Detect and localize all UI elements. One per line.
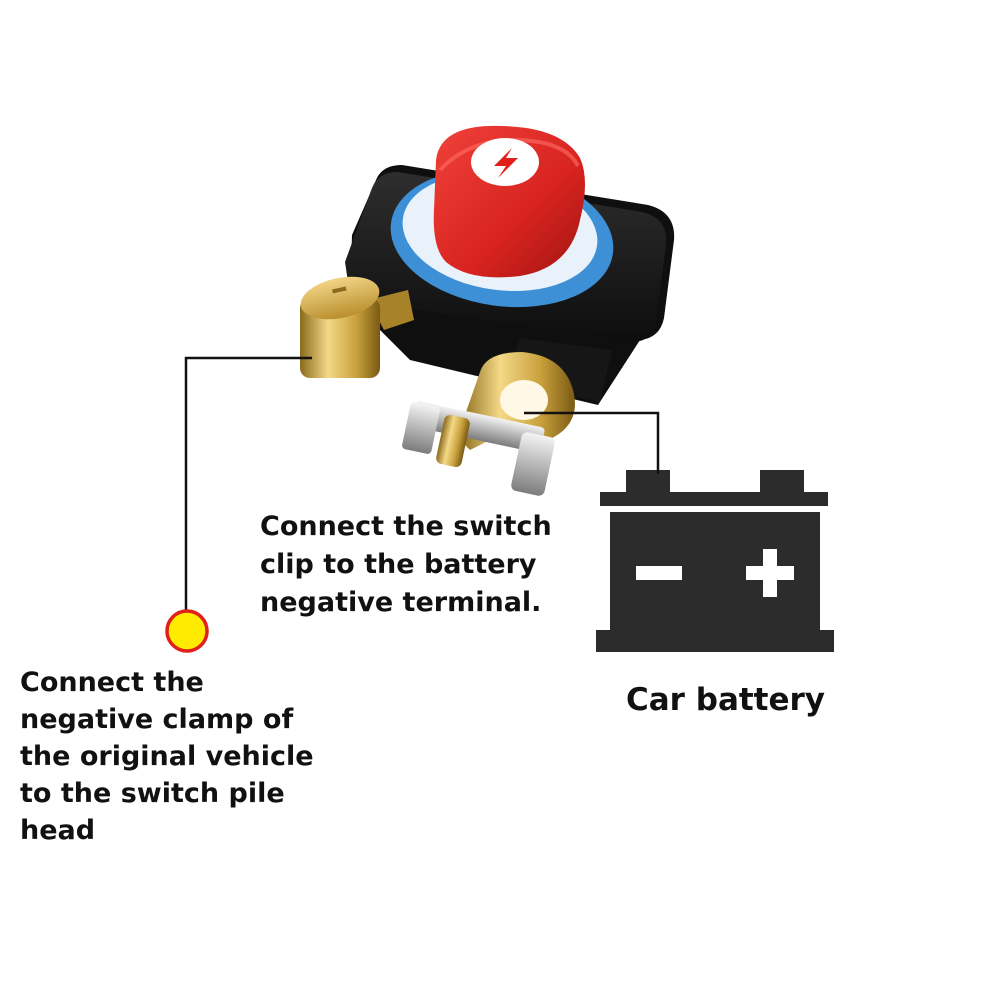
caption-switch-clip: Connect the switch clip to the battery n… (260, 508, 552, 622)
leader-line-pile-head (184, 356, 312, 612)
car-battery-icon (596, 470, 834, 652)
lightning-bolt-icon (494, 148, 518, 178)
battery-terminal-positive (760, 470, 804, 496)
caption-negative-clamp: Connect the negative clamp of the origin… (20, 664, 314, 849)
caption-line: Connect the switch (260, 511, 552, 542)
caption-line: negative terminal. (260, 587, 542, 618)
leader-line-battery (524, 411, 660, 474)
battery-plus-sign-vertical (763, 549, 777, 597)
battery-terminal-negative (626, 470, 670, 496)
caption-line: to the switch pile (20, 778, 285, 809)
battery-lid (600, 492, 828, 506)
switch-clip-icon (402, 352, 575, 496)
caption-car-battery: Car battery (626, 680, 825, 720)
caption-line: clip to the battery (260, 549, 537, 580)
battery-base (596, 630, 834, 652)
caption-line: head (20, 815, 96, 846)
battery-minus-sign (636, 566, 682, 580)
caption-line: negative clamp of (20, 704, 294, 735)
battery-disconnect-switch-icon (345, 125, 675, 405)
caption-line: Connect the (20, 667, 204, 698)
caption-line: the original vehicle (20, 741, 314, 772)
caption-line: Car battery (626, 682, 826, 718)
yellow-dot-marker-icon (165, 609, 209, 653)
switch-pile-head-icon (300, 276, 414, 378)
